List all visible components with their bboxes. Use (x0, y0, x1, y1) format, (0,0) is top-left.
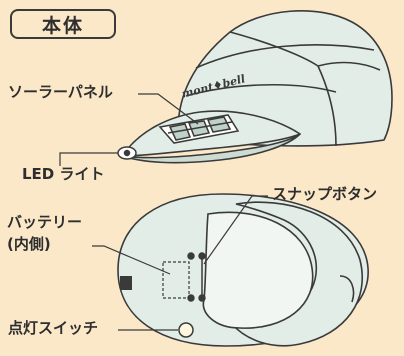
led-light-label: LED ライト (22, 165, 105, 183)
cap-side-view (121, 10, 393, 164)
cap-top-rim (339, 275, 355, 303)
cap-brim-underside (121, 133, 301, 164)
cap-top-view (117, 193, 369, 347)
leader-lines (59, 93, 268, 331)
switch-label: 点灯スイッチ (8, 319, 99, 337)
section-title: 本体 (10, 9, 116, 39)
switch-button (178, 322, 194, 338)
solar-panel-label: ソーラーパネル (8, 83, 113, 101)
snap-buttons (187, 252, 206, 302)
solar-panel (158, 114, 240, 144)
leader-solar (138, 93, 199, 125)
leader-snap (203, 195, 268, 265)
cap-top-inner (202, 211, 314, 329)
back-strap (120, 276, 132, 290)
cap-seam (317, 61, 381, 71)
battery-outline (162, 261, 190, 299)
led-light (117, 146, 137, 160)
cap-top-brim (230, 201, 364, 347)
cap-seam (195, 44, 375, 69)
battery-inside-label: (内側) (7, 235, 51, 253)
snap-button-label: スナップボタン (272, 185, 378, 203)
battery-label: バッテリー (7, 213, 83, 231)
leader-battery (92, 245, 171, 275)
cap-seam (185, 83, 337, 97)
leader-led (59, 152, 118, 166)
